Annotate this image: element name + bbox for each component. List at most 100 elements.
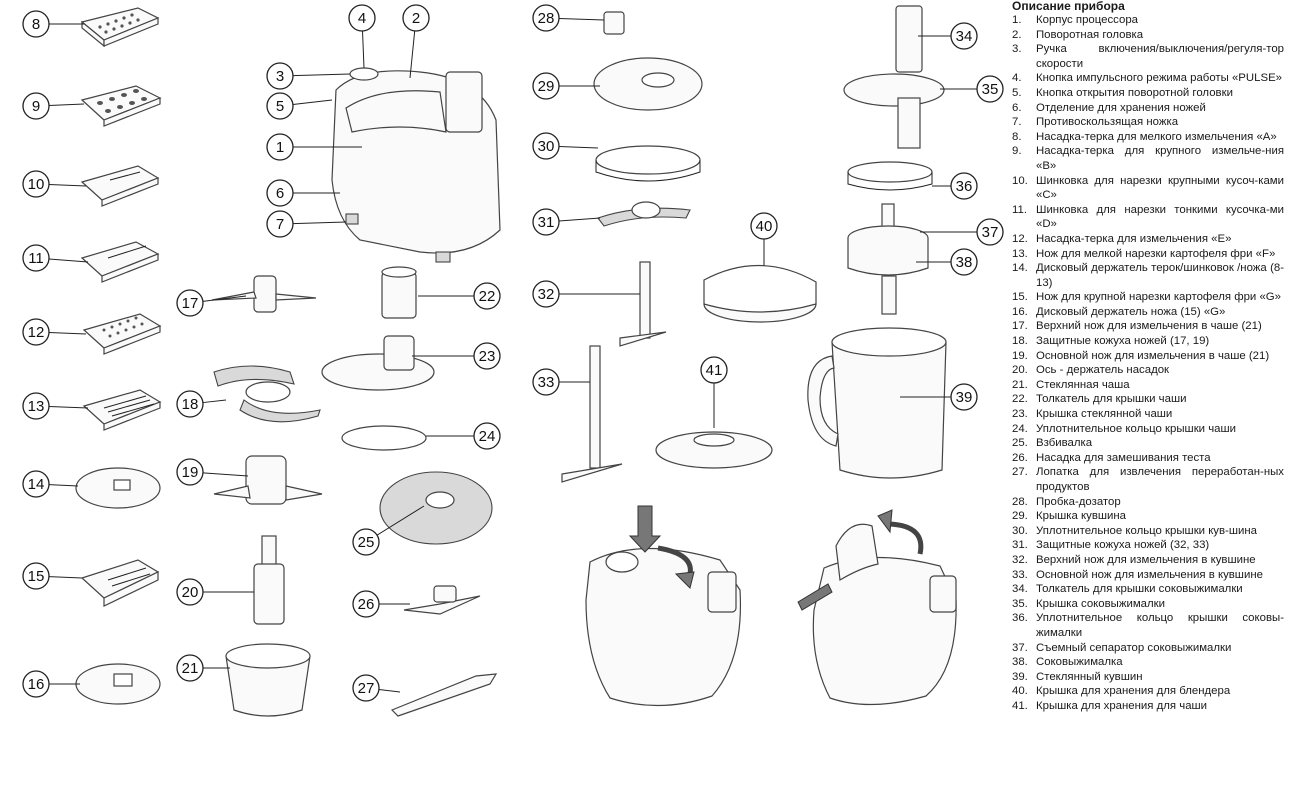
legend-item-number: 13. [1012, 247, 1028, 260]
callout-circle [950, 172, 978, 200]
legend-item-number: 39. [1012, 670, 1028, 683]
callout-circle [976, 75, 1004, 103]
callout-1: 1 [266, 133, 294, 161]
legend-item-number: 29. [1012, 510, 1028, 523]
blade-17 [211, 275, 317, 313]
legend-item-text: Противоскользящая ножка [1036, 116, 1179, 129]
leader-line-25 [376, 505, 425, 536]
disc-14 [75, 467, 161, 509]
callout-35: 35 [976, 75, 1004, 103]
callout-5: 5 [266, 92, 294, 120]
illustrations [75, 5, 957, 717]
legend-item-text: Дисковый держатель ножа (15) «G» [1036, 305, 1226, 318]
callout-circle [402, 4, 430, 32]
callout-number: 35 [982, 81, 999, 98]
legend-item-number: 8. [1012, 130, 1022, 143]
callout-circle [22, 318, 50, 346]
callout-15: 15 [22, 562, 50, 590]
pusher-34 [895, 5, 923, 73]
legend-item-text: Насадка-терка для мелкого измельчения «А… [1036, 130, 1277, 143]
callout-circle [22, 10, 50, 38]
callouts: 1234567891011121314151617181920212223242… [22, 4, 1004, 702]
callout-34: 34 [950, 22, 978, 50]
legend-title: Описание прибора [1012, 0, 1125, 13]
ring-24 [341, 425, 427, 451]
blade-33 [561, 345, 623, 483]
lid-23 [321, 335, 435, 391]
callout-circle [22, 170, 50, 198]
callout-13: 13 [22, 392, 50, 420]
callout-circle [176, 390, 204, 418]
guards-31 [597, 201, 691, 227]
legend-item-number: 7. [1012, 116, 1022, 129]
legend-item-number: 11. [1012, 203, 1027, 216]
callout-24: 24 [473, 422, 501, 450]
callout-circle [22, 670, 50, 698]
legend-item-text: Шинковка для нарезки тонкими кусочка-ми … [1036, 203, 1284, 231]
legend-item: 39.Стеклянный кувшин [1012, 670, 1284, 685]
callout-circle [532, 72, 560, 100]
legend-item-text: Основной нож для измельчения в кувшине [1036, 568, 1263, 581]
legend-item-number: 35. [1012, 597, 1028, 610]
callout-number: 6 [276, 185, 284, 202]
legend-item: 22.Толкатель для крышки чаши [1012, 392, 1284, 407]
legend-item: 18.Защитные кожуха ножей (17, 19) [1012, 334, 1284, 349]
callout-number: 41 [706, 362, 723, 379]
legend-item-number: 3. [1012, 43, 1022, 56]
legend-item-text: Корпус процессора [1036, 14, 1138, 26]
legend-item-text: Шинковка для нарезки крупными кусоч-ками… [1036, 174, 1284, 202]
ring-30 [595, 145, 701, 182]
legend-item-text: Насадка-терка для измельчения «Е» [1036, 232, 1232, 245]
legend-item: 2.Поворотная головка [1012, 28, 1284, 43]
callout-22: 22 [473, 282, 501, 310]
legend-item-text: Защитные кожуха ножей (17, 19) [1036, 335, 1210, 348]
callout-12: 12 [22, 318, 50, 346]
callout-number: 13 [28, 398, 45, 415]
juicer-lid-35 [843, 73, 945, 149]
callout-number: 8 [32, 16, 40, 33]
assembly-right [797, 509, 957, 706]
callout-number: 9 [32, 98, 40, 115]
callout-4: 4 [348, 4, 376, 32]
leader-line-31 [558, 217, 601, 222]
leader-line-12 [48, 332, 87, 335]
callout-number: 11 [28, 250, 44, 267]
legend-item-number: 34. [1012, 583, 1028, 596]
processor-main [331, 67, 501, 263]
callout-37: 37 [976, 218, 1004, 246]
callout-40: 40 [750, 212, 778, 240]
legend-item-number: 24. [1012, 422, 1028, 435]
callout-29: 29 [532, 72, 560, 100]
callout-circle [22, 392, 50, 420]
callout-number: 5 [276, 98, 284, 115]
callout-circle [532, 368, 560, 396]
callout-circle [532, 280, 560, 308]
callout-14: 14 [22, 470, 50, 498]
legend-item: 29.Крышка кувшина [1012, 509, 1284, 524]
leader-line-14 [48, 484, 79, 487]
legend-item: 20.Ось - держатель насадок [1012, 363, 1284, 378]
legend-item-number: 2. [1012, 28, 1022, 41]
legend-item-number: 33. [1012, 568, 1028, 581]
callout-38: 38 [950, 248, 978, 276]
cap-28 [603, 11, 625, 35]
callout-number: 27 [358, 680, 375, 697]
legend-item-text: Кнопка открытия поворотной головки [1036, 86, 1233, 99]
legend-item: 14.Дисковый держатель терок/шинковок /но… [1012, 261, 1284, 290]
leader-line-4 [362, 30, 365, 69]
callout-circle [266, 179, 294, 207]
legend-item-text: Ручка включения/выключения/регуля-тор ск… [1036, 43, 1284, 70]
legend-item: 27.Лопатка для извлечения переработан-ны… [1012, 465, 1284, 494]
legend-item-number: 21. [1012, 378, 1028, 391]
legend-item-text: Уплотнительное кольцо крышки соковы-жима… [1036, 612, 1284, 639]
legend-item-number: 26. [1012, 451, 1028, 464]
callout-circle [352, 528, 380, 556]
assembly-left [585, 505, 742, 707]
legend-item: 8. Насадка-терка для мелкого измельчения … [1012, 130, 1284, 145]
callout-number: 17 [182, 295, 199, 312]
callout-circle [176, 458, 204, 486]
callout-16: 16 [22, 670, 50, 698]
